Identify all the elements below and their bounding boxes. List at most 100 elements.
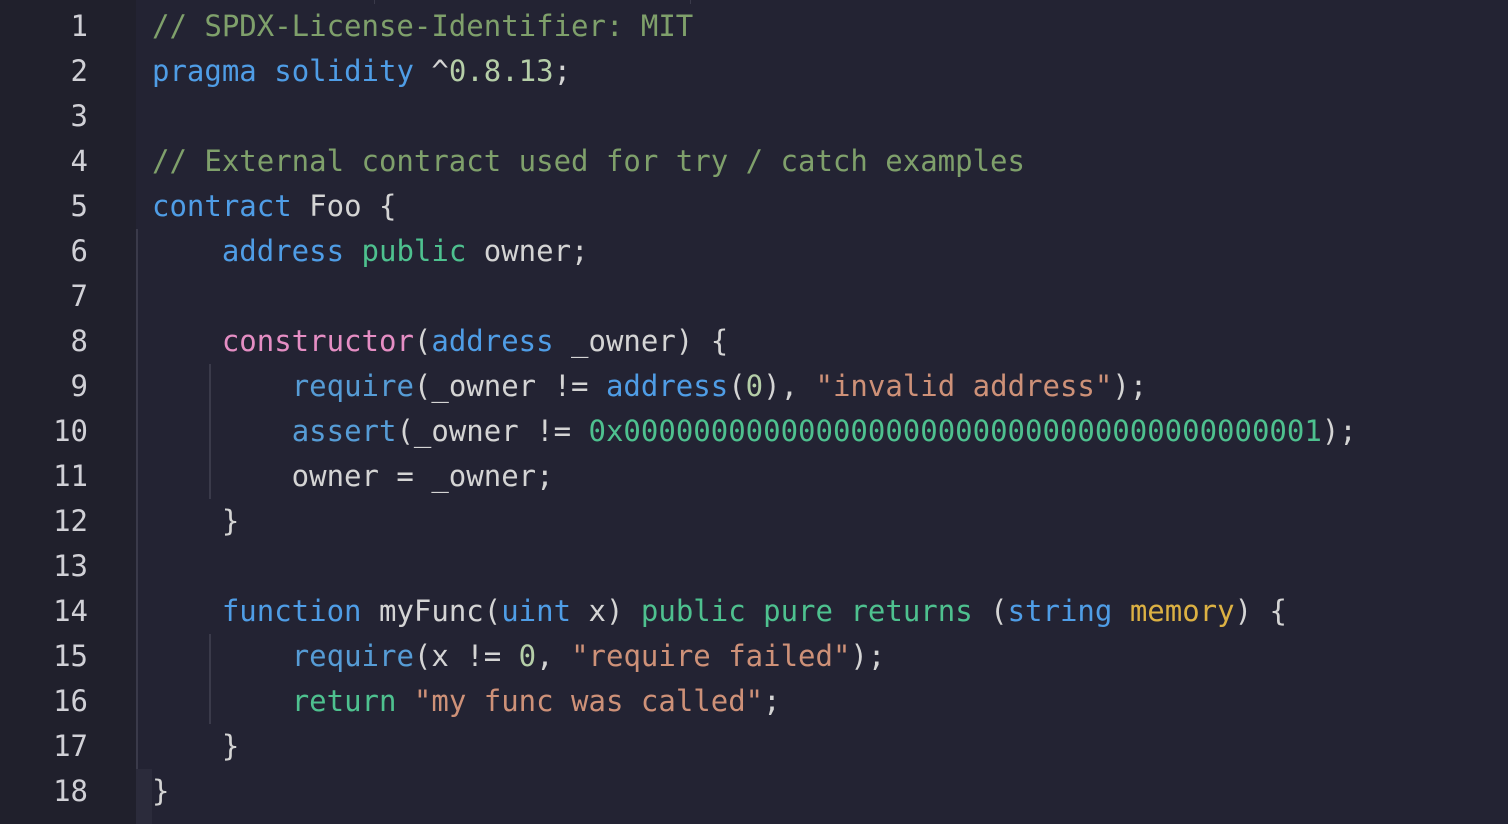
code-area[interactable]: // SPDX-License-Identifier: MIT pragma so… — [136, 0, 1508, 824]
code-line[interactable]: // SPDX-License-Identifier: MIT — [152, 4, 1508, 49]
code-token: ( — [728, 369, 746, 403]
top-edge-mark — [690, 0, 691, 4]
text-cursor — [136, 769, 152, 824]
code-token: ( — [972, 594, 1008, 628]
code-line[interactable]: constructor(address _owner) { — [152, 319, 1508, 364]
code-token: 0x00000000000000000000000000000000000000… — [588, 414, 1322, 448]
code-token — [396, 684, 413, 718]
code-token — [152, 684, 292, 718]
code-token: address — [605, 369, 729, 403]
code-line[interactable] — [152, 544, 1508, 589]
code-token: ; — [763, 684, 781, 718]
code-token: "my func was called" — [413, 684, 764, 718]
code-token — [152, 594, 222, 628]
code-line[interactable]: pragma solidity ^0.8.13; — [152, 49, 1508, 94]
code-token: 0.8.13 — [448, 54, 554, 88]
code-line[interactable]: return "my func was called"; — [152, 679, 1508, 724]
indent-guide — [209, 364, 211, 499]
code-token: "invalid address" — [815, 369, 1113, 403]
code-line[interactable]: function myFunc(uint x) public pure retu… — [152, 589, 1508, 634]
code-token: 0 — [518, 639, 537, 673]
code-token — [152, 324, 222, 358]
code-token: ); — [1321, 414, 1357, 448]
code-token: ) { — [1234, 594, 1287, 628]
code-token: solidity — [274, 54, 414, 88]
code-token: "require failed" — [571, 639, 851, 673]
code-token: require — [291, 639, 414, 673]
line-number: 17 — [53, 729, 88, 763]
code-line[interactable]: } — [152, 769, 1508, 814]
code-token: // SPDX-License-Identifier: MIT — [152, 9, 694, 43]
top-edge-mark — [374, 0, 375, 4]
code-token: owner = _owner; — [152, 459, 554, 493]
line-number: 13 — [53, 549, 88, 583]
code-token: (_owner != — [413, 369, 606, 403]
code-token: (x != — [413, 639, 519, 673]
code-token: return — [291, 684, 397, 718]
line-number: 1 — [70, 9, 88, 43]
code-token — [152, 234, 222, 268]
code-token: ; — [553, 54, 572, 88]
code-token: ); — [1112, 369, 1148, 403]
code-token: address — [221, 234, 345, 268]
code-line[interactable]: // External contract used for try / catc… — [152, 139, 1508, 184]
code-token: constructor — [221, 324, 414, 358]
code-token — [152, 414, 292, 448]
code-token: pure — [763, 594, 833, 628]
code-token: x) — [571, 594, 641, 628]
line-number: 14 — [53, 594, 88, 628]
code-token: contract — [152, 189, 292, 223]
code-token: _owner) { — [553, 324, 729, 358]
code-token — [746, 594, 763, 628]
code-token: public — [640, 594, 746, 628]
code-token: pragma — [152, 54, 257, 88]
indent-guide — [136, 229, 138, 769]
code-token: require — [291, 369, 414, 403]
code-line[interactable]: require(x != 0, "require failed"); — [152, 634, 1508, 679]
line-number: 12 — [53, 504, 88, 538]
code-token: , — [536, 639, 572, 673]
code-line[interactable]: require(_owner != address(0), "invalid a… — [152, 364, 1508, 409]
code-token: // External contract used for try / catc… — [152, 144, 1025, 178]
line-number: 18 — [53, 774, 88, 808]
code-line[interactable]: contract Foo { — [152, 184, 1508, 229]
line-number: 10 — [53, 414, 88, 448]
code-token: assert — [291, 414, 397, 448]
code-token: ); — [850, 639, 886, 673]
line-number: 15 — [53, 639, 88, 673]
code-token: ), — [763, 369, 816, 403]
code-line[interactable]: } — [152, 724, 1508, 769]
code-line[interactable]: assert(_owner != 0x000000000000000000000… — [152, 409, 1508, 454]
code-token: returns — [850, 594, 973, 628]
code-token: 0 — [745, 369, 764, 403]
code-token: ^ — [413, 54, 449, 88]
code-line[interactable] — [152, 94, 1508, 139]
code-line[interactable]: address public owner; — [152, 229, 1508, 274]
code-token: memory — [1129, 594, 1235, 628]
code-token: } — [152, 504, 240, 538]
code-token — [257, 54, 274, 88]
code-token: } — [152, 774, 170, 808]
line-number: 7 — [70, 279, 88, 313]
code-token — [833, 594, 850, 628]
code-token — [152, 639, 292, 673]
line-number: 8 — [70, 324, 88, 358]
code-token: address — [431, 324, 554, 358]
code-line[interactable] — [152, 274, 1508, 319]
code-line[interactable]: } — [152, 499, 1508, 544]
code-line[interactable]: owner = _owner; — [152, 454, 1508, 499]
code-token: public — [361, 234, 467, 268]
code-token — [1112, 594, 1129, 628]
line-number: 2 — [70, 54, 88, 88]
code-token: function — [221, 594, 362, 628]
code-token: ( — [413, 324, 432, 358]
code-token: uint — [501, 594, 572, 628]
code-token: } — [152, 729, 240, 763]
indent-guide — [209, 634, 211, 724]
line-number: 4 — [70, 144, 88, 178]
code-token: Foo { — [291, 189, 397, 223]
line-number: 3 — [70, 99, 88, 133]
line-number: 16 — [53, 684, 88, 718]
